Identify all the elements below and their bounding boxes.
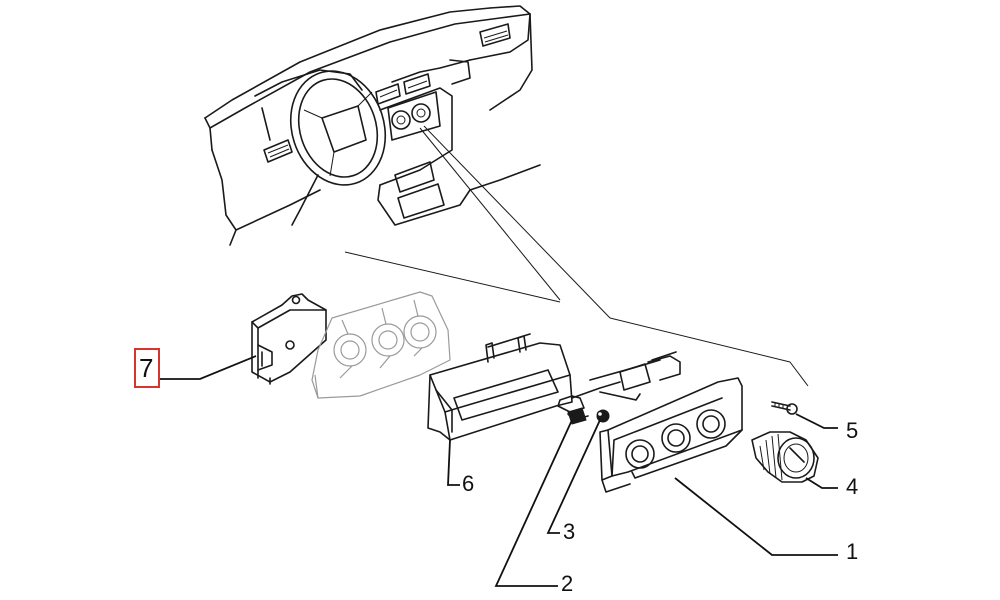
part-6-frame bbox=[427, 333, 573, 441]
part-7-actuator bbox=[251, 293, 327, 385]
dashboard-overview bbox=[204, 5, 809, 387]
part-2-3-harness bbox=[557, 351, 681, 425]
callout-7[interactable]: 7 bbox=[139, 353, 154, 383]
callout-7-highlight-box bbox=[134, 348, 160, 388]
part-5-screw bbox=[771, 401, 798, 415]
callout-5[interactable]: 5 bbox=[846, 418, 859, 443]
callout-2[interactable]: 2 bbox=[561, 571, 574, 596]
callout-3[interactable]: 3 bbox=[563, 519, 576, 544]
leader-lines bbox=[160, 355, 838, 587]
part-1-control-panel bbox=[599, 377, 743, 493]
callout-4[interactable]: 4 bbox=[846, 474, 859, 499]
ghost-instrument-cluster bbox=[311, 291, 451, 399]
callout-6[interactable]: 6 bbox=[462, 471, 475, 496]
part-4-knob bbox=[751, 431, 819, 483]
callout-1[interactable]: 1 bbox=[846, 539, 859, 564]
